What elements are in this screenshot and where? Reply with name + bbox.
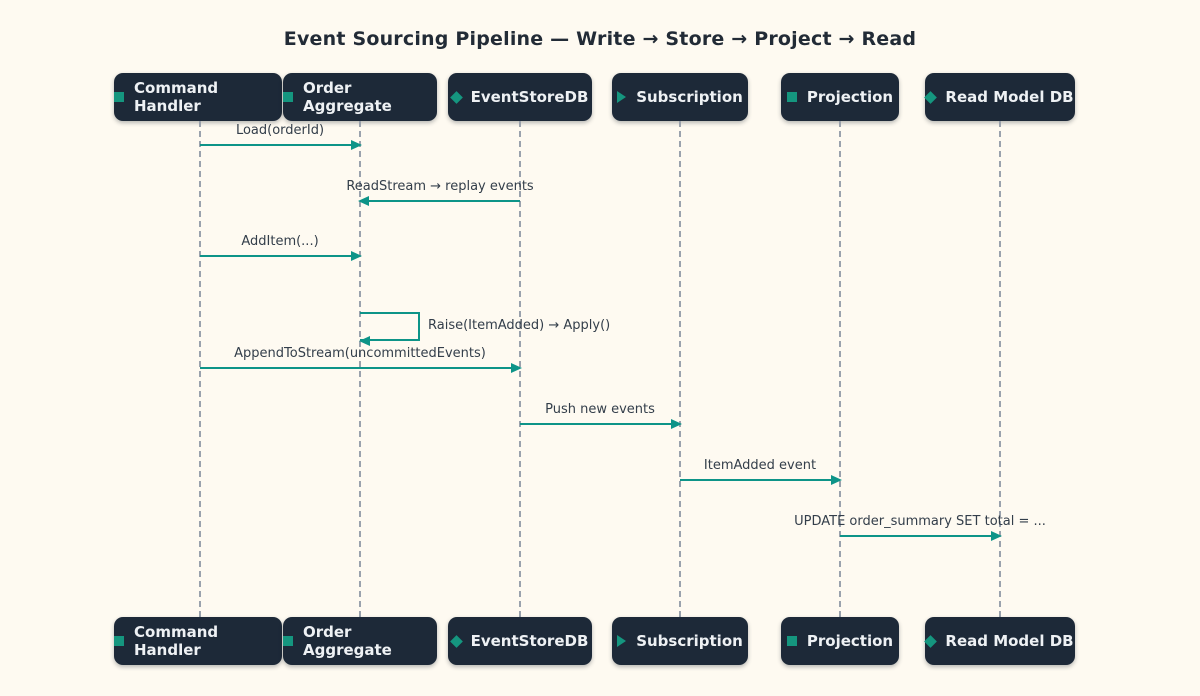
lifeline-command-handler [199,121,201,617]
actor-label: Order Aggregate [303,79,392,115]
actor-label: Subscription [636,88,743,106]
message-label: ReadStream → replay events [346,179,534,194]
message-label: Raise(ItemAdded) → Apply() [428,318,611,333]
arrowhead-right-icon [671,419,682,429]
square-icon [114,636,124,646]
play-icon [617,635,627,647]
message-label: AddItem(...) [241,234,319,249]
lifeline-read-model-db [999,121,1001,617]
actor-command-handler-bottom: Command Handler [114,617,282,665]
message-arrow [200,251,362,261]
actor-label: Command Handler [134,79,219,115]
actor-label: Read Model DB [945,88,1074,106]
diamond-icon [449,90,463,104]
actor-read-model-db-top: Read Model DB [924,73,1075,121]
message-label: Push new events [545,402,655,417]
message-arrow [358,196,520,206]
actor-label: Command Handler [134,623,219,659]
message-arrow [680,475,842,485]
square-icon [283,636,293,646]
play-icon [617,91,627,103]
actor-label: Subscription [636,632,743,650]
message-arrow [200,363,522,373]
actor-subscription-bottom: Subscription [612,617,748,665]
self-message-arrow [359,312,420,346]
arrowhead-right-icon [831,475,842,485]
lifeline-subscription [679,121,681,617]
lifeline-projection [839,121,841,617]
diamond-icon [924,634,938,648]
square-icon [786,92,797,102]
actor-label: Order Aggregate [303,623,392,659]
actor-projection-bottom: Projection [781,617,899,665]
actor-order-aggregate-top: Order Aggregate [283,73,437,121]
diagram-title: Event Sourcing Pipeline — Write → Store … [283,28,917,50]
arrowhead-left-icon [358,196,369,206]
message-label: UPDATE order_summary SET total = ... [794,514,1046,529]
actor-label: EventStoreDB [470,632,589,650]
actor-label: EventStoreDB [470,88,589,106]
actor-projection-top: Projection [781,73,899,121]
actor-label: Projection [806,88,894,106]
message-label: ItemAdded event [703,458,817,473]
actor-subscription-top: Subscription [612,73,748,121]
arrowhead-right-icon [511,363,522,373]
arrowhead-right-icon [991,531,1002,541]
arrowhead-right-icon [351,251,362,261]
lifeline-order-aggregate [359,121,361,617]
actor-label: Projection [806,632,894,650]
actor-read-model-db-bottom: Read Model DB [924,617,1075,665]
square-icon [114,92,124,102]
message-arrow [520,419,682,429]
message-arrow [840,531,1002,541]
message-arrow [200,140,362,150]
message-label: Load(orderId) [235,123,325,138]
arrowhead-left-icon [359,336,370,346]
diamond-icon [449,634,463,648]
actor-eventstoredb-top: EventStoreDB [448,73,592,121]
square-icon [283,92,293,102]
actor-command-handler-top: Command Handler [114,73,282,121]
message-label: AppendToStream(uncommittedEvents) [234,346,486,361]
actor-order-aggregate-bottom: Order Aggregate [283,617,437,665]
diamond-icon [924,90,938,104]
actor-label: Read Model DB [945,632,1074,650]
actor-eventstoredb-bottom: EventStoreDB [448,617,592,665]
arrowhead-right-icon [351,140,362,150]
square-icon [786,636,797,646]
